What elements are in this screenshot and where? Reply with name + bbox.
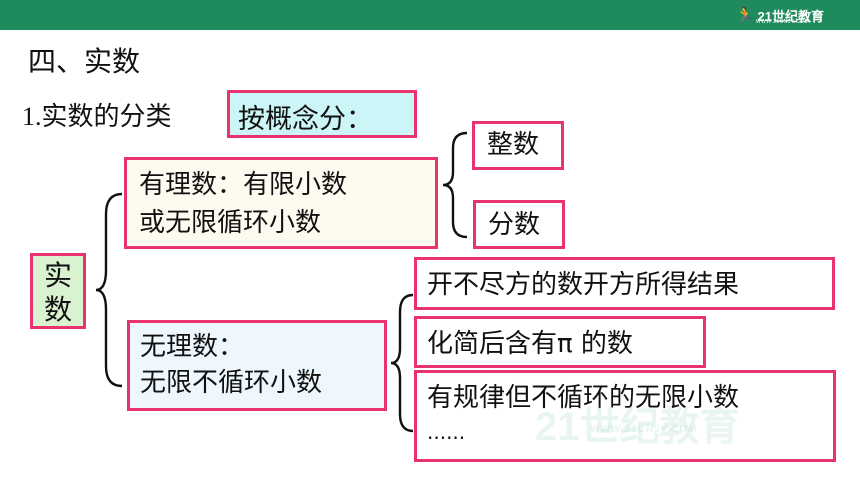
method-label: 按概念分： [238,104,373,135]
irrational-example-pattern: 有规律但不循环的无限小数 ...... [414,370,836,462]
integer-label: 整数 [487,130,540,160]
irrational-example-root-label: 开不尽方的数开方所得结果 [427,270,740,300]
irrational-example-pi: 化简后含有π 的数 [414,316,706,368]
runner-icon: 🏃 [735,7,755,24]
integer-box: 整数 [472,121,564,170]
fraction-box: 分数 [473,200,565,249]
brand-logo: 🏃 21世纪教育 WWW.21CNJY.COM [736,4,824,26]
irrational-example-root: 开不尽方的数开方所得结果 [414,257,835,310]
rational-brace [442,131,468,239]
irrational-line2: 无限不循环小数 [140,368,323,398]
main-brace [96,192,123,388]
real-number-box: 实数 [30,253,86,329]
section-heading: 四、实数 [28,45,141,78]
brand-tagline: WWW.21CNJY.COM [755,19,810,25]
subheading-title: 实数的分类 [41,102,172,132]
classification-method-box: 按概念分： [227,90,417,138]
header-bar: 🏃 21世纪教育 WWW.21CNJY.COM [0,0,860,30]
rational-line2: 或无限循环小数 [139,208,322,238]
irrational-example-pattern-label: 有规律但不循环的无限小数 [427,383,740,413]
subheading-number: 1. [22,102,42,131]
irrational-example-pi-label: 化简后含有π 的数 [427,329,633,359]
fraction-label: 分数 [488,210,541,240]
irrational-number-box: 无理数： 无限不循环小数 [127,320,387,411]
ellipsis: ...... [427,420,466,444]
rational-line1: 有理数：有限小数 [139,170,348,200]
subheading: 1.实数的分类 [22,96,172,133]
root-label: 实数 [44,259,73,326]
irrational-brace [390,293,414,433]
rational-number-box: 有理数：有限小数 或无限循环小数 [124,157,438,249]
irrational-line1: 无理数： [140,332,245,362]
brand-name: 21世纪教育 [757,8,824,24]
